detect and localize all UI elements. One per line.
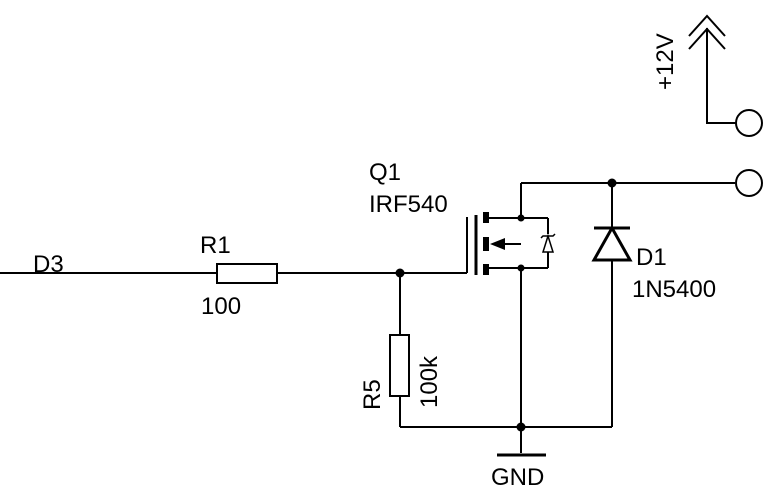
r5-resistor-symbol [389,334,410,397]
supply-terminal [735,109,763,137]
d1-part-label: 1N5400 [632,276,716,303]
input-net-label: D3 [33,251,64,278]
q1-part-label: IRF540 [369,191,448,218]
d1-diode-symbol [591,224,633,262]
supply-net-label: +12V [652,33,679,90]
r1-resistor-symbol [216,263,278,284]
supply-arrow-icon [688,14,726,50]
r5-value-label: 100k [416,355,443,408]
q1-mosfet-symbol [466,212,556,275]
q1-ref-label: Q1 [369,159,401,186]
d1-ref-label: D1 [636,244,667,271]
supply-wire [706,28,736,124]
ground-net-label: GND [491,464,544,491]
output-terminal [735,169,763,197]
r1-value-label: 100 [201,293,241,320]
r5-ref-label: R5 [359,379,386,410]
r1-ref-label: R1 [200,232,231,259]
